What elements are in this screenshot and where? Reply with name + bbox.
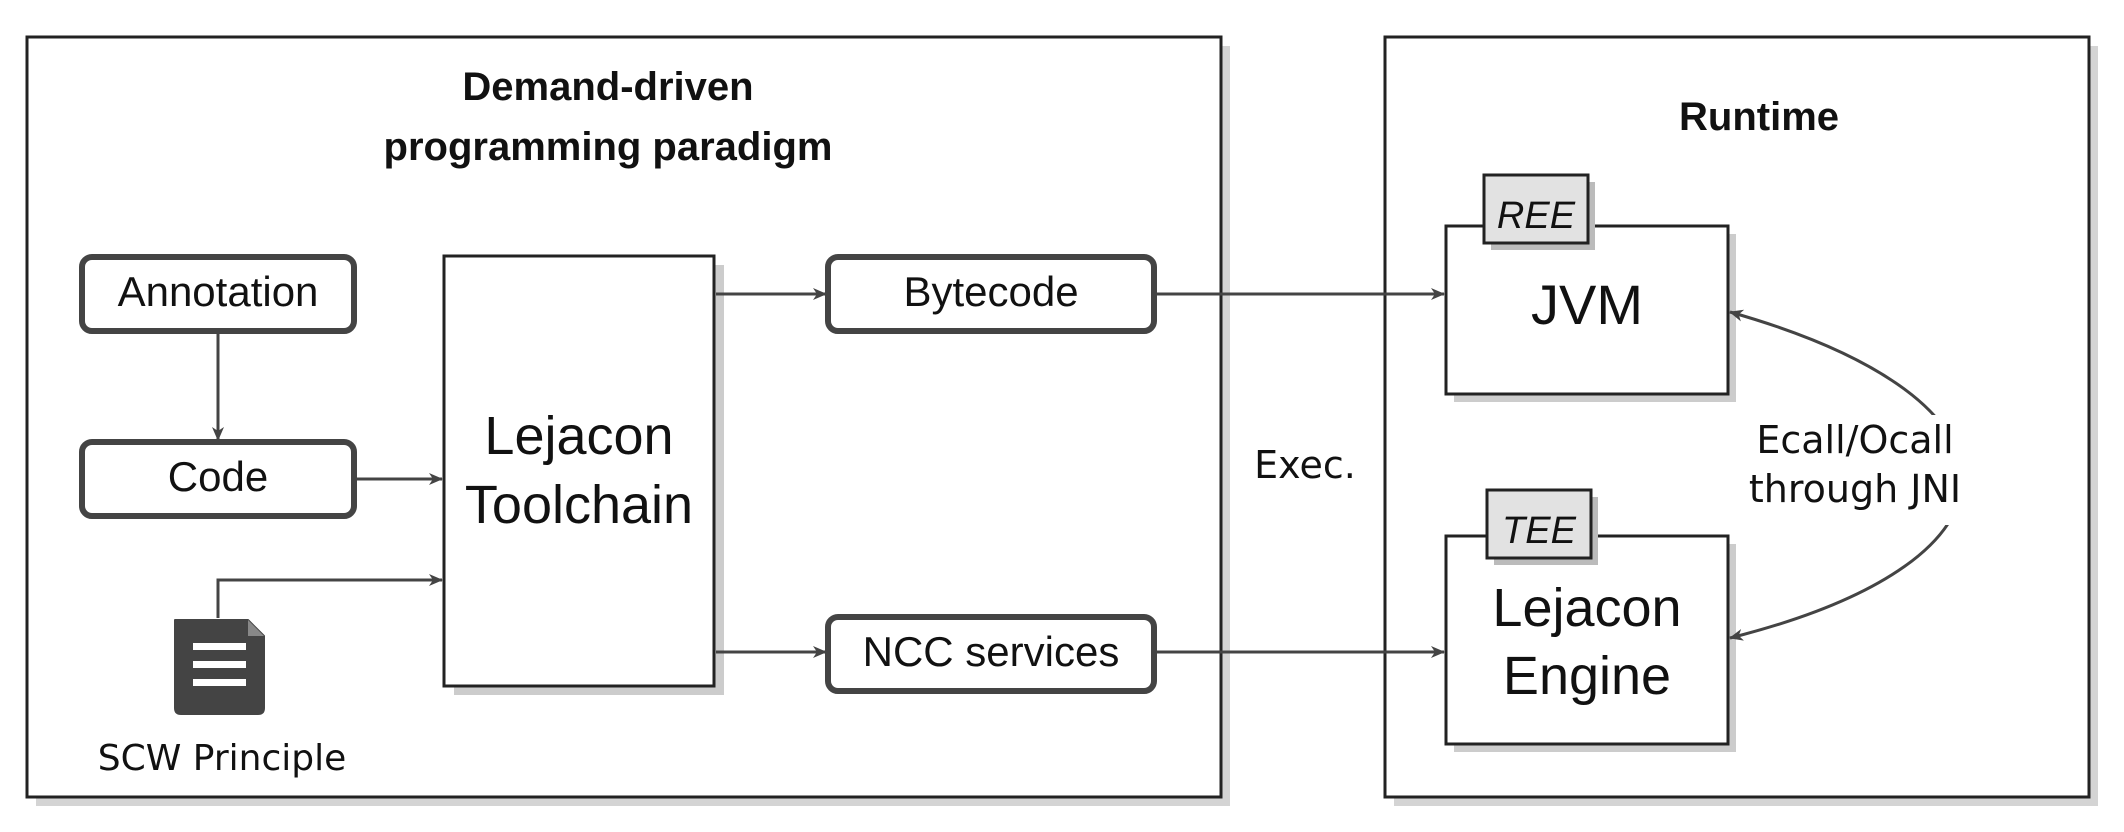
toolchain-box: Lejacon Toolchain	[442, 254, 724, 695]
ree-tag-label: REE	[1497, 195, 1576, 237]
lejacon-engine-label-line2: Engine	[1503, 646, 1671, 706]
scw-principle-label: SCW Principle	[98, 738, 347, 779]
bytecode-box-frame	[825, 254, 1157, 334]
jvm-label: JVM	[1531, 273, 1643, 336]
runtime-title: Runtime	[1679, 95, 1839, 139]
tee-tag: TEE	[1485, 488, 1598, 565]
code-box: Code	[79, 439, 357, 519]
toolchain-box-frame	[442, 254, 716, 688]
ncc-services-box-frame	[825, 614, 1157, 694]
ree-tag-frame	[1482, 173, 1590, 245]
left-panel-title-line2: programming paradigm	[384, 125, 833, 169]
bytecode-box: Bytecode	[825, 254, 1157, 334]
annotation-box-frame	[79, 254, 357, 334]
bytecode-label: Bytecode	[903, 268, 1078, 315]
annotation-label: Annotation	[118, 268, 319, 315]
document-icon	[174, 619, 265, 715]
ecall-label-line2: through JNI	[1749, 467, 1961, 511]
toolchain-label-line2: Toolchain	[465, 475, 693, 535]
code-label: Code	[168, 453, 268, 500]
lejacon-engine-box-frame	[1444, 534, 1730, 746]
ree-tag: REE	[1482, 173, 1595, 250]
arrow-scw-to-toolchain	[216, 574, 443, 618]
left-panel-title-line1: Demand-driven	[462, 65, 753, 109]
toolchain-label-line1: Lejacon	[484, 406, 673, 466]
ecall-label-background	[1740, 415, 1970, 525]
annotation-box: Annotation	[79, 254, 357, 334]
ecall-label-line1: Ecall/Ocall	[1756, 418, 1953, 462]
jvm-box: JVM	[1444, 224, 1736, 402]
lejacon-engine-label-line1: Lejacon	[1492, 578, 1681, 638]
tee-tag-frame	[1485, 488, 1593, 560]
tee-tag-label: TEE	[1502, 510, 1577, 552]
code-box-frame	[79, 439, 357, 519]
exec-label: Exec.	[1254, 443, 1356, 487]
ncc-services-box: NCC services	[825, 614, 1157, 694]
lejacon-engine-box: Lejacon Engine	[1444, 534, 1736, 752]
ncc-services-label: NCC services	[863, 628, 1120, 675]
